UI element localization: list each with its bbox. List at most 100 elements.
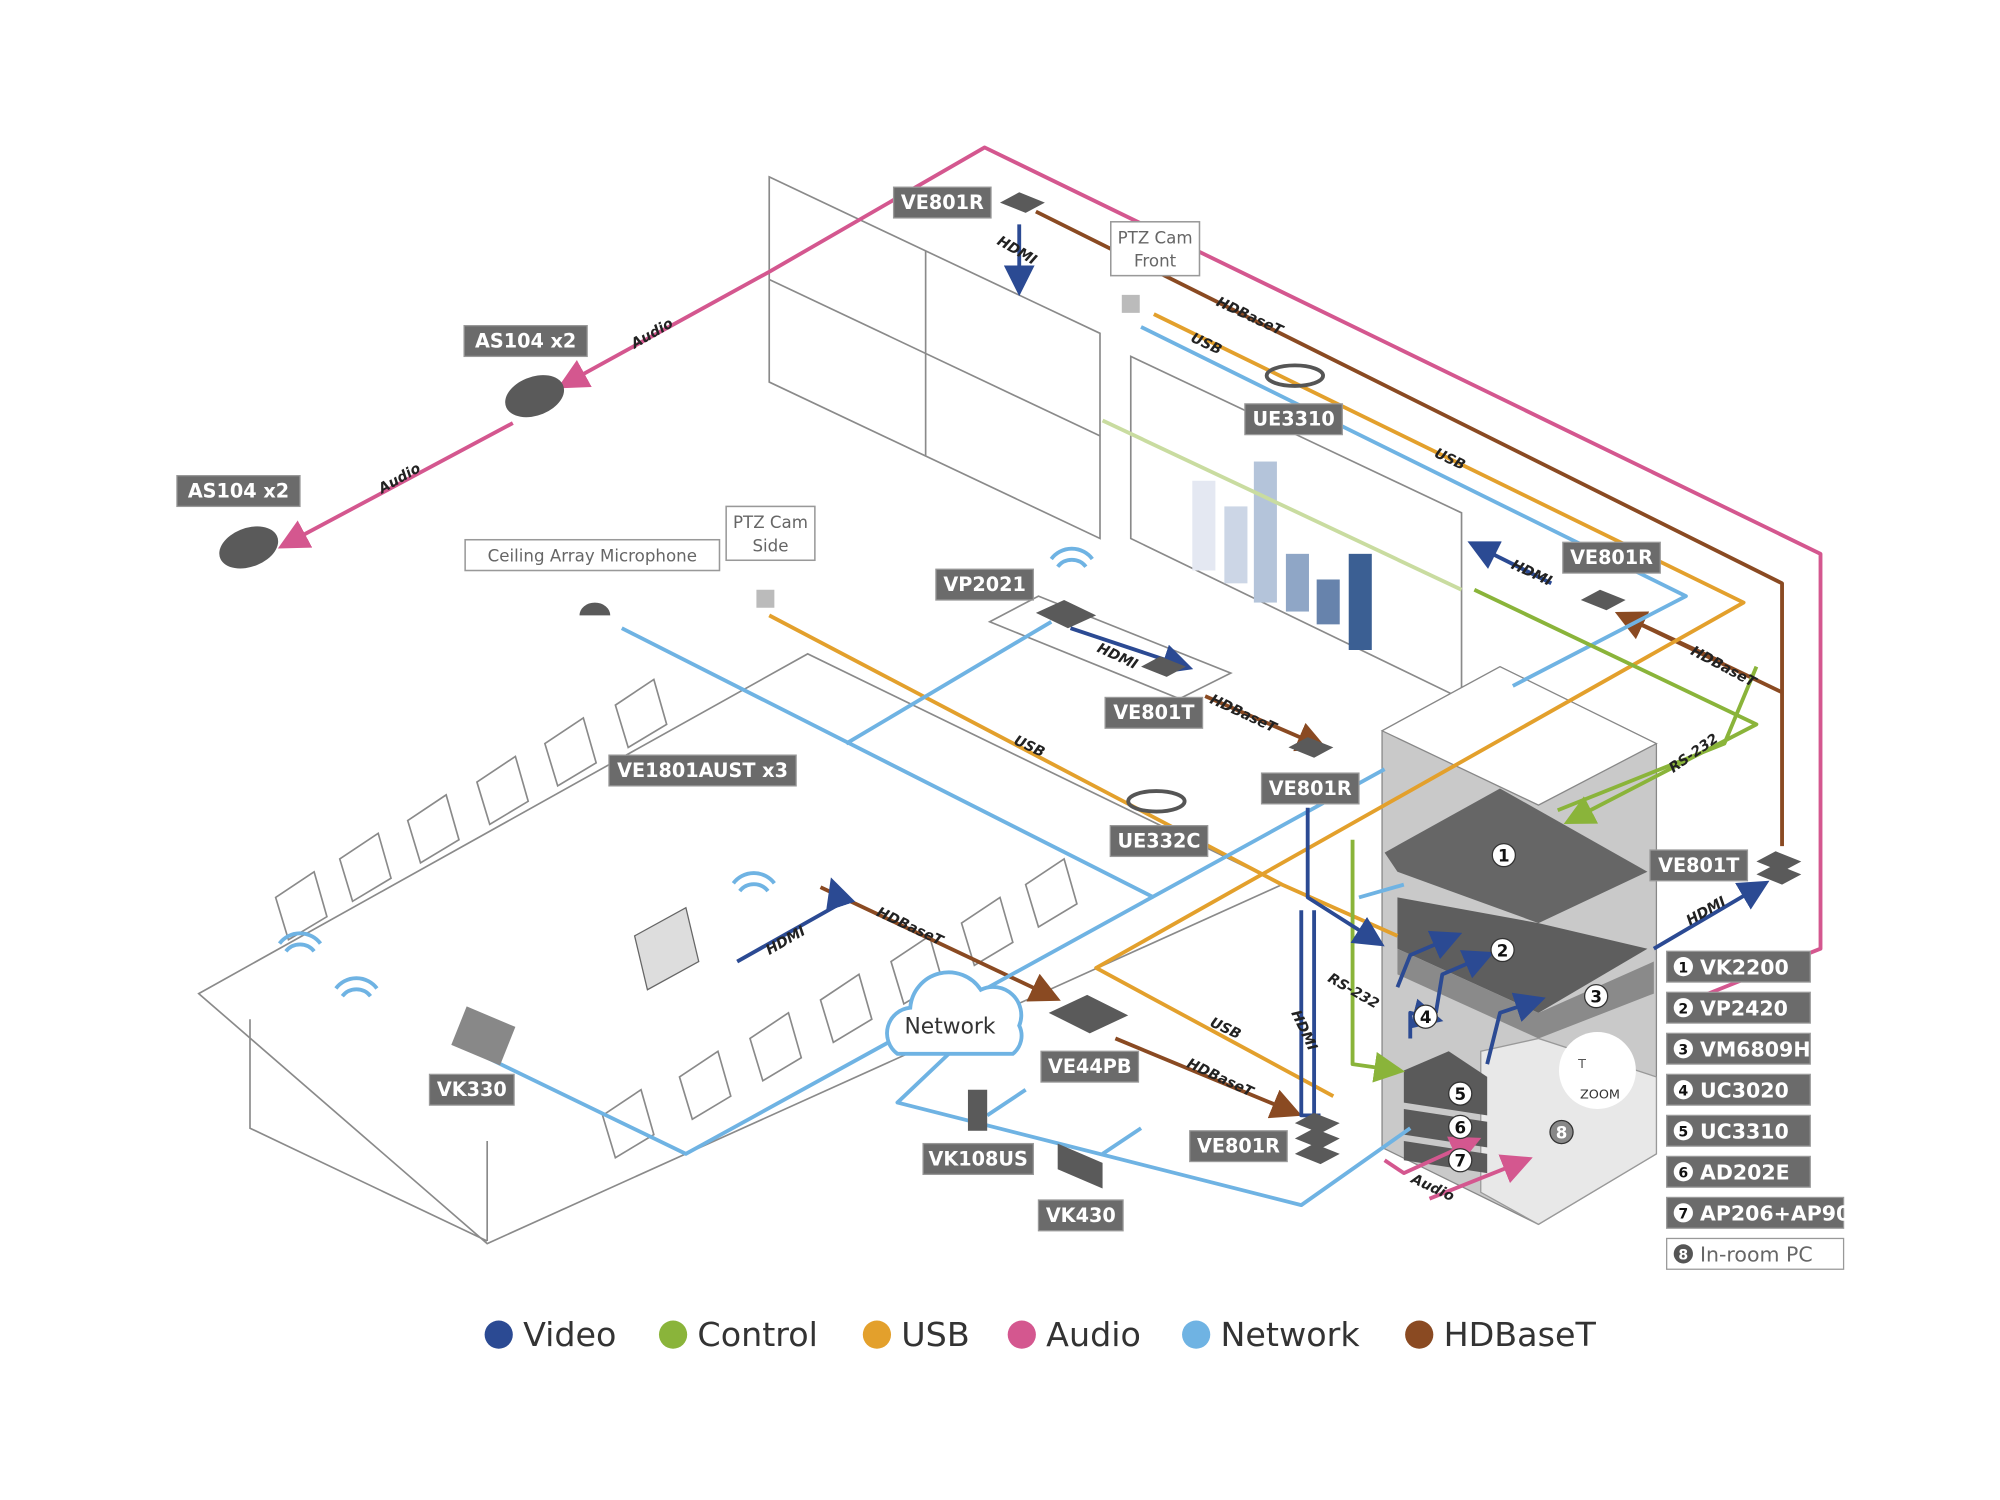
- device-icons: [219, 192, 1802, 1189]
- ue3310-label: UE3310: [1244, 403, 1343, 436]
- teams-logo: T: [1577, 1057, 1586, 1072]
- wifi-icons: [277, 546, 1094, 998]
- cable-label-hdbaset: HDBaseT: [1207, 692, 1280, 737]
- network-cable: [620, 626, 1155, 900]
- cable-label-hdbaset: HDBaseT: [1688, 643, 1760, 691]
- ceiling-mic-label: Ceiling Array Microphone: [464, 538, 721, 572]
- chairs: [274, 678, 1078, 1159]
- network-cloud-label: Network: [905, 1014, 996, 1039]
- svg-text:1: 1: [1678, 960, 1688, 976]
- wifi-icon: [277, 931, 323, 953]
- ve44pb-label: VE44PB: [1040, 1050, 1140, 1083]
- network-cloud: Network: [885, 970, 1024, 1056]
- svg-text:VE1801AUST x3: VE1801AUST x3: [617, 759, 788, 782]
- extender-stack-icon: [1756, 851, 1802, 885]
- vp2021-device-icon: [1035, 600, 1097, 629]
- cable-label-hdbaset: HDBaseT: [1184, 1056, 1257, 1101]
- svg-text:6: 6: [1454, 1118, 1466, 1137]
- svg-text:5: 5: [1678, 1125, 1688, 1141]
- video-cable: [1395, 930, 1463, 988]
- svg-text:4: 4: [1678, 1084, 1688, 1100]
- svg-text:PTZ Cam: PTZ Cam: [1118, 229, 1193, 248]
- ptz-cam-side-icon: [756, 589, 775, 608]
- cable-label-usb: USB: [1432, 446, 1468, 474]
- svg-text:Side: Side: [752, 536, 788, 555]
- svg-text:3: 3: [1590, 988, 1602, 1007]
- rack-marker-8: 8: [1549, 1119, 1574, 1145]
- svg-text:6: 6: [1678, 1166, 1688, 1182]
- ue332c-cable-icon: [1126, 789, 1187, 814]
- equipment-rack: T ZOOM: [1380, 665, 1658, 1226]
- cable-label-hdbaset: HDBaseT: [874, 905, 947, 950]
- svg-text:2: 2: [1497, 941, 1509, 960]
- svg-text:UE332C: UE332C: [1117, 829, 1200, 852]
- legend-item-audio: Audio: [1007, 1315, 1141, 1354]
- ve801r-label: VE801R: [1260, 772, 1360, 805]
- extender-icon: [1000, 192, 1045, 213]
- video-cable: [1467, 541, 1553, 586]
- video-cable: [1305, 807, 1385, 947]
- network-cable: [845, 620, 1053, 746]
- ve801r-label: VE801R: [1562, 541, 1661, 574]
- svg-text:Network: Network: [1221, 1315, 1361, 1354]
- rack-marker-5: 5: [1448, 1081, 1473, 1106]
- as104-label: AS104 x2: [463, 325, 588, 358]
- legend-item-usb: USB: [862, 1315, 970, 1354]
- svg-text:1: 1: [1498, 847, 1510, 866]
- vk330-label: VK330: [428, 1073, 515, 1106]
- svg-text:VE801T: VE801T: [1658, 854, 1739, 877]
- ue332c-label: UE332C: [1109, 825, 1209, 858]
- rack-marker-6: 6: [1448, 1114, 1473, 1140]
- hdbaset-cable: [1035, 209, 1784, 847]
- svg-text:4: 4: [1420, 1008, 1432, 1027]
- rack-legend-item: 7 AP206+AP901: [1666, 1196, 1865, 1229]
- control-cable: [1101, 418, 1463, 592]
- cable-label-hdmi: HDMI: [763, 923, 808, 958]
- svg-text:5: 5: [1454, 1085, 1466, 1104]
- svg-text:7: 7: [1678, 1207, 1688, 1223]
- video-cable: [736, 877, 856, 964]
- ue3310-cable-icon: [1264, 363, 1325, 388]
- svg-text:Front: Front: [1134, 252, 1177, 271]
- rack-marker-2: 2: [1490, 937, 1515, 963]
- hdbaset-cable: [819, 885, 1061, 1002]
- cable-label-usb: USB: [1011, 733, 1047, 761]
- video-wall: [768, 175, 1101, 540]
- svg-text:VK330: VK330: [437, 1078, 507, 1101]
- svg-text:VE801R: VE801R: [1197, 1135, 1280, 1158]
- svg-text:VK2200: VK2200: [1700, 955, 1789, 979]
- svg-text:AS104 x2: AS104 x2: [475, 329, 576, 352]
- svg-text:AP206+AP901: AP206+AP901: [1700, 1202, 1865, 1226]
- wifi-icon: [334, 976, 379, 998]
- ve801r-label: VE801R: [892, 186, 992, 219]
- svg-text:VE801R: VE801R: [1570, 546, 1653, 569]
- vp2021-label: VP2021: [935, 568, 1034, 601]
- rack-legend-item: 1 VK2200: [1666, 950, 1811, 983]
- cable-label-hdbaset: HDBaseT: [1214, 294, 1287, 339]
- svg-text:VE801R: VE801R: [901, 191, 984, 214]
- credenza-shelf: [987, 595, 1233, 700]
- svg-text:UE3310: UE3310: [1252, 408, 1334, 431]
- svg-text:Video: Video: [523, 1315, 616, 1354]
- control-cable: [1473, 588, 1759, 825]
- control-cable: [1556, 665, 1759, 813]
- wifi-icon: [1049, 546, 1094, 568]
- vk430-device-icon: [1057, 1143, 1103, 1189]
- network-cable: [1140, 325, 1688, 688]
- vk108us-device-icon: [967, 1089, 988, 1131]
- speaker-icon: [219, 526, 279, 569]
- rack-unit-vm6809h: [1397, 948, 1654, 1039]
- extender-stack-icon: [1294, 1112, 1340, 1165]
- audio-cable: [277, 421, 514, 549]
- cable-label-hdmi: HDMI: [994, 233, 1039, 268]
- rack-unit-vp2420: [1397, 897, 1648, 1013]
